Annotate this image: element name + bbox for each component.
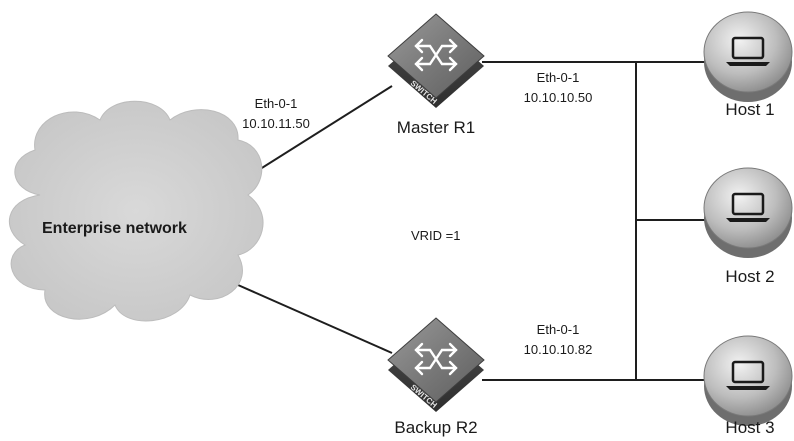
backup-lan-interface: Eth-0-1 [536,322,580,337]
backup-router-label: Backup R2 [394,418,478,437]
cloud-label: Enterprise network [42,220,187,237]
master-uplink-interface: Eth-0-1 [254,96,298,111]
enterprise-cloud-icon [8,100,264,322]
master-lan-interface: Eth-0-1 [536,70,580,85]
vrid-label: VRID =1 [411,228,461,243]
host-1-icon [703,11,793,102]
master-router-label: Master R1 [396,118,476,137]
connection-lines [237,61,710,381]
link-cloud-backup [237,284,393,354]
master-switch-icon: SWITCH [387,13,485,108]
host-1-label: Host 1 [725,100,775,119]
backup-switch-icon: SWITCH [387,317,485,412]
host-2-icon [703,167,793,258]
link-cloud-master [237,85,393,184]
backup-lan-ip: 10.10.10.82 [523,342,593,357]
host-3-icon [703,335,793,426]
host-3-label: Host 3 [725,418,775,437]
host-2-label: Host 2 [725,267,775,286]
master-lan-ip: 10.10.10.50 [523,90,593,105]
master-uplink-ip: 10.10.11.50 [242,116,310,131]
